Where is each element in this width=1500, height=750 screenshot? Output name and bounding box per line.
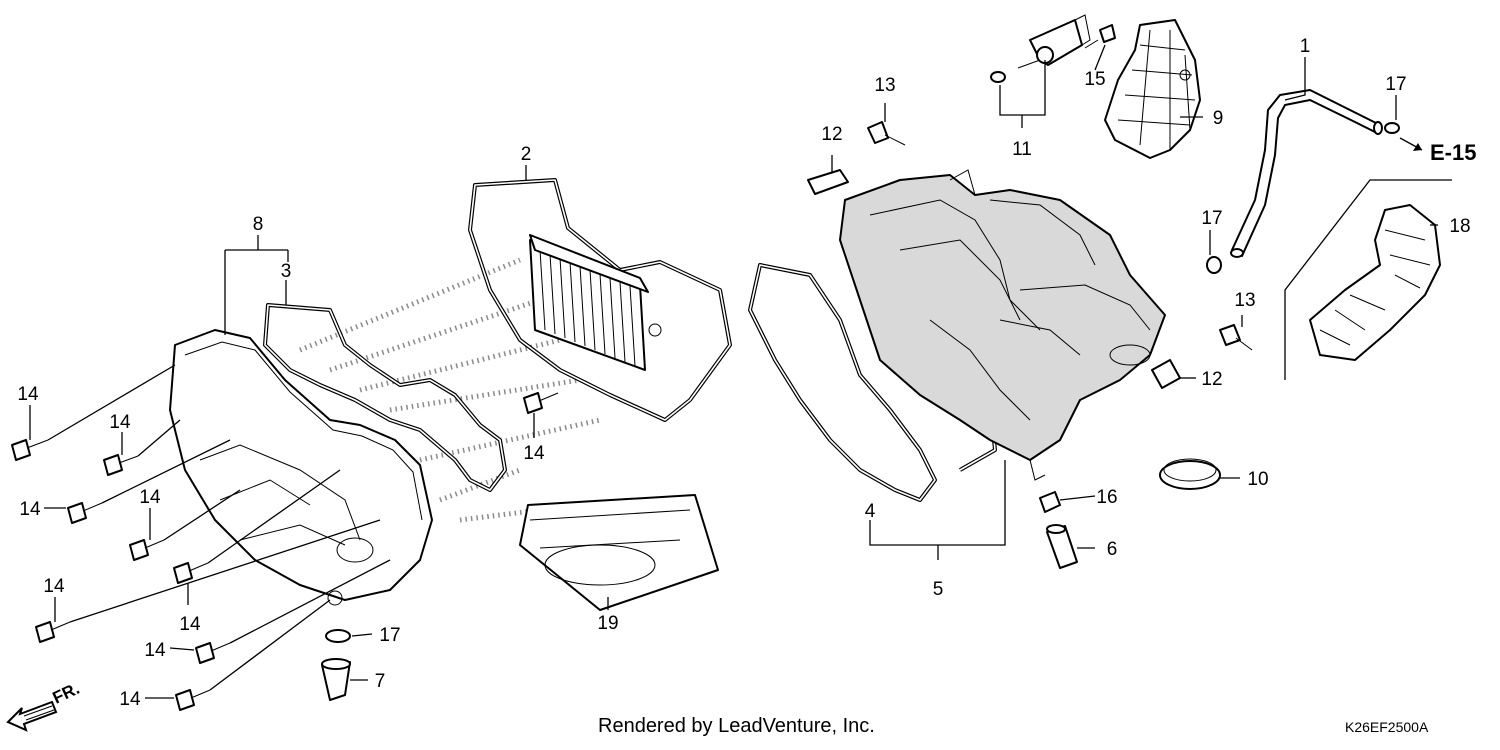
callout-14-a: 14	[17, 384, 39, 405]
callout-12-right: 12	[1201, 369, 1222, 390]
breather-hose	[1230, 89, 1383, 258]
filter-pleats	[539, 249, 636, 367]
callout-18: 18	[1449, 216, 1470, 237]
diagram-code: K26EF2500A	[1345, 719, 1429, 735]
cover-gasket	[263, 303, 507, 492]
case-screw-right	[1219, 324, 1253, 351]
screw-5	[173, 562, 209, 584]
callout-17-top: 17	[1385, 74, 1406, 95]
reference-label: E-15	[1430, 140, 1476, 165]
callout-14-e: 14	[179, 614, 201, 635]
drain-cap	[321, 658, 351, 701]
screw-6	[35, 621, 71, 643]
reference-e15: E-15	[1399, 137, 1476, 165]
screw-9	[523, 392, 559, 414]
callout-5: 5	[933, 579, 944, 600]
clip-17b	[1206, 256, 1222, 274]
air-cleaner-cover	[169, 329, 433, 606]
callout-14-b: 14	[109, 412, 131, 433]
screw-1	[11, 439, 49, 461]
callout-7: 7	[375, 671, 386, 692]
callout-14-h: 14	[119, 689, 141, 710]
callout-3: 3	[281, 261, 292, 282]
air-cleaner-case	[839, 169, 1166, 481]
callout-11: 11	[1012, 139, 1032, 160]
intake-duct	[1104, 19, 1201, 159]
callout-12-left: 12	[821, 124, 842, 145]
screw-3	[67, 502, 103, 524]
callout-17-left: 17	[379, 625, 400, 646]
element-plate	[519, 494, 719, 611]
callout-14-i: 14	[523, 443, 545, 464]
callout-6: 6	[1107, 539, 1118, 560]
fr-label: FR.	[50, 679, 83, 708]
sensor-screw	[1084, 24, 1116, 49]
callout-16: 16	[1096, 487, 1117, 508]
callout-13-right: 13	[1234, 290, 1255, 311]
callout-1: 1	[1300, 36, 1311, 57]
rubber-cap-left	[807, 169, 849, 195]
callout-8: 8	[253, 214, 264, 235]
callout-14-c: 14	[19, 499, 41, 520]
fr-arrow-icon	[6, 700, 58, 732]
screw-4	[129, 539, 165, 561]
drain-plug	[1039, 491, 1061, 513]
drain-tube	[1046, 524, 1078, 569]
clip-17c	[325, 629, 351, 643]
credit-text: Rendered by LeadVenture, Inc.	[598, 715, 875, 737]
callout-2: 2	[521, 144, 532, 165]
callout-labels: 1 2 3 4 5 6 7 8 9 10 11 12 12 13 13 14 1…	[17, 36, 1470, 710]
screw-2	[103, 454, 139, 476]
callout-9: 9	[1213, 108, 1224, 129]
callout-15: 15	[1084, 69, 1105, 90]
air-cleaner-element	[468, 178, 732, 422]
rubber-cap-right	[1151, 359, 1181, 389]
callout-4: 4	[865, 501, 876, 522]
intake-snorkel	[1284, 179, 1452, 380]
callout-14-f: 14	[43, 576, 65, 597]
callout-10: 10	[1247, 469, 1268, 490]
screws-14	[11, 392, 559, 711]
leader-lines	[29, 44, 1438, 699]
hose-band	[1159, 458, 1221, 490]
callout-13-top: 13	[874, 75, 895, 96]
screw-8	[175, 689, 211, 711]
front-direction-indicator: FR.	[6, 679, 83, 732]
callout-14-g: 14	[144, 640, 166, 661]
callout-19: 19	[597, 613, 618, 634]
case-screw-top	[867, 121, 906, 146]
callout-17-mid: 17	[1201, 208, 1222, 229]
screw-7	[195, 642, 231, 664]
intake-temp-sensor	[1017, 14, 1091, 69]
o-ring	[990, 71, 1006, 83]
clip-17a	[1384, 122, 1400, 134]
callout-14-d: 14	[139, 487, 161, 508]
